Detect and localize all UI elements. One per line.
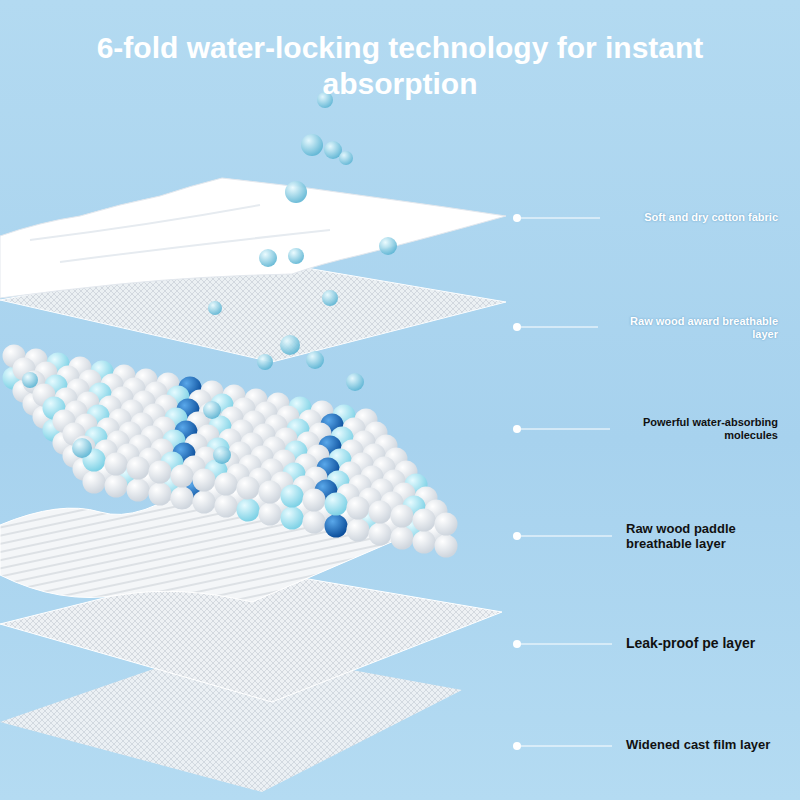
molecule-sphere xyxy=(281,507,304,530)
molecule-sphere xyxy=(193,469,216,492)
molecule-sphere xyxy=(325,515,348,538)
molecule-sphere xyxy=(215,473,238,496)
layer-label: Widened cast film layer xyxy=(626,738,796,753)
molecule-sphere xyxy=(303,489,326,512)
molecule-sphere xyxy=(435,535,458,558)
cotton-layer xyxy=(0,178,506,298)
leader-dots xyxy=(513,214,521,750)
diagram-title: 6-fold water-locking technology for inst… xyxy=(60,30,740,102)
cotton-texture xyxy=(30,205,330,262)
molecule-sphere xyxy=(105,475,128,498)
molecule-sphere xyxy=(237,477,260,500)
leader-lines xyxy=(521,218,612,746)
molecule-sphere xyxy=(325,493,348,516)
molecule-sphere xyxy=(303,511,326,534)
molecule-sphere xyxy=(171,465,194,488)
layer-label: Leak-proof pe layer xyxy=(626,635,796,651)
layer-label: Raw wood award breathable layer xyxy=(602,315,778,340)
molecule-sphere xyxy=(259,503,282,526)
wavy-layer xyxy=(0,477,452,602)
molecule-sphere xyxy=(391,527,414,550)
layer-label: Soft and dry cotton fabric xyxy=(600,211,778,224)
molecule-sphere xyxy=(127,457,150,480)
molecule-sphere xyxy=(347,497,370,520)
layer-label: Powerful water-absorbing molecules xyxy=(618,416,778,441)
molecule-sphere xyxy=(193,491,216,514)
molecule-sphere xyxy=(281,485,304,508)
molecule-sphere xyxy=(149,483,172,506)
molecule-sphere xyxy=(105,453,128,476)
molecule-sphere xyxy=(215,495,238,518)
molecule-sphere xyxy=(259,481,282,504)
molecule-sphere xyxy=(413,531,436,554)
water-drops xyxy=(22,92,397,464)
molecule-bed xyxy=(3,345,458,558)
molecule-sphere xyxy=(413,509,436,532)
molecule-sphere xyxy=(237,499,260,522)
layer-label: Raw wood paddle breathable layer xyxy=(626,522,758,552)
molecule-sphere xyxy=(435,513,458,536)
molecule-sphere xyxy=(171,487,194,510)
molecule-sphere xyxy=(369,523,392,546)
molecule-sphere xyxy=(369,501,392,524)
molecule-sphere xyxy=(149,461,172,484)
molecule-sphere xyxy=(347,519,370,542)
molecule-sphere xyxy=(83,471,106,494)
molecule-sphere xyxy=(391,505,414,528)
molecule-sphere xyxy=(127,479,150,502)
